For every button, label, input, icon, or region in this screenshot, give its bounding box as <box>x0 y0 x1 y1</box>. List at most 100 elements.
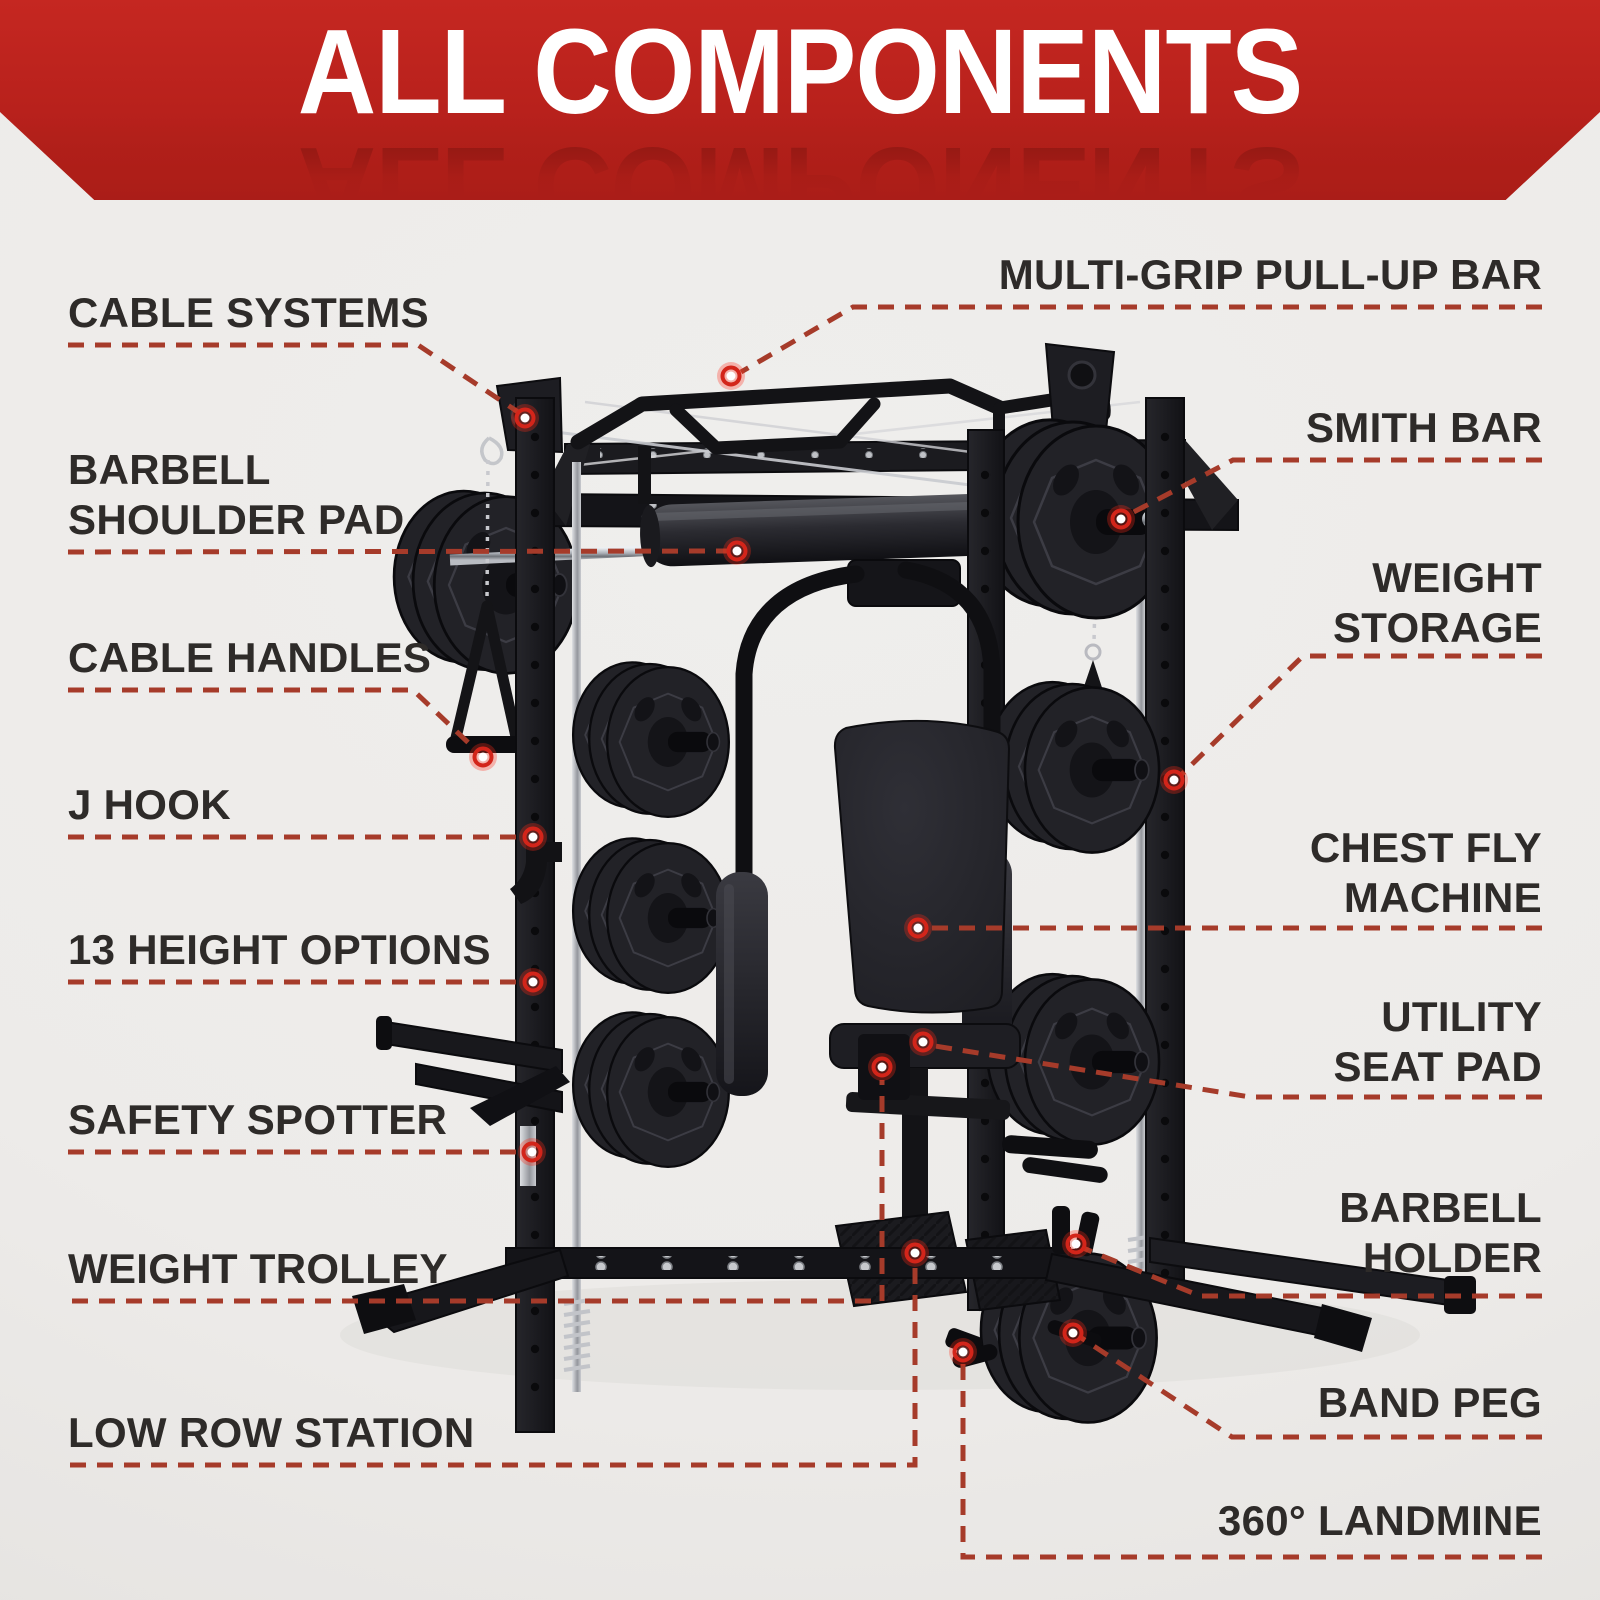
label-line: SEAT PAD <box>1333 1043 1542 1090</box>
page-title: ALL COMPONENTS <box>297 3 1303 139</box>
base-foot <box>1314 1304 1372 1352</box>
spotter-brace <box>470 1066 570 1126</box>
label-line: SMITH BAR <box>1305 404 1542 451</box>
label-line: MULTI-GRIP PULL-UP BAR <box>998 251 1542 298</box>
leader-barbell-holder <box>1082 1245 1542 1299</box>
label-low-row-station: LOW ROW STATION <box>68 1408 475 1458</box>
leader-barbell-shoulder-pad <box>67 548 728 555</box>
label-smith-bar: SMITH BAR <box>1306 403 1542 453</box>
marker-chest-fly-machine <box>904 914 932 942</box>
machine-illustration <box>340 342 1476 1433</box>
marker-cable-systems <box>511 404 539 432</box>
weight-plates-left-2 <box>573 838 729 993</box>
label-safety-spotter: SAFETY SPOTTER <box>68 1095 447 1145</box>
label-band-peg: BAND PEG <box>1318 1378 1542 1428</box>
base-bolts <box>540 1256 1040 1270</box>
seat-back-pad <box>833 719 1011 1014</box>
label-line: CABLE SYSTEMS <box>68 289 429 336</box>
marker-low-row-station <box>901 1239 929 1267</box>
cable-handle-straps <box>449 600 524 752</box>
fly-pad-highlight <box>724 884 734 1084</box>
marker-height-options <box>519 968 547 996</box>
marker-barbell-shoulder-pad <box>723 537 751 565</box>
leader-band-peg <box>1078 1334 1542 1440</box>
label-line: BARBELL <box>1339 1184 1542 1231</box>
leader-cable-systems <box>68 342 520 415</box>
leader-weight-storage <box>1178 653 1542 778</box>
marker-weight-trolley <box>868 1053 896 1081</box>
label-height-options: 13 HEIGHT OPTIONS <box>68 925 491 975</box>
label-line: CHEST FLY <box>1309 824 1542 871</box>
label-landmine: 360° LANDMINE <box>1218 1496 1542 1546</box>
low-row-handle <box>1002 1135 1098 1159</box>
fly-arm-right <box>897 561 1001 871</box>
leader-low-row-station <box>70 1266 918 1468</box>
label-line: SAFETY SPOTTER <box>68 1096 448 1143</box>
label-barbell-holder: BARBELL HOLDER <box>1339 1183 1542 1283</box>
label-line: UTILITY <box>1381 993 1542 1040</box>
label-line: 13 HEIGHT OPTIONS <box>68 926 491 973</box>
marker-pull-up-bar <box>717 362 745 390</box>
guide-rod-right <box>1136 470 1145 1320</box>
label-j-hook: J HOOK <box>68 780 231 830</box>
j-hook-part <box>510 842 562 904</box>
marker-band-peg <box>1059 1319 1087 1347</box>
right-outer-post-holes <box>1160 430 1170 1280</box>
label-line: BAND PEG <box>1317 1379 1542 1426</box>
marker-barbell-holder <box>1062 1230 1090 1258</box>
marker-weight-storage <box>1160 766 1188 794</box>
chain-clip <box>1084 643 1102 661</box>
fly-arm-left <box>735 565 865 889</box>
title-banner: ALL COMPONENTS ALL COMPONENTS <box>0 0 1600 200</box>
base-foot <box>352 1284 416 1334</box>
label-weight-storage: WEIGHT STORAGE <box>1333 553 1542 653</box>
leader-weight-trolley <box>72 1080 885 1304</box>
label-chest-fly-machine: CHEST FLY MACHINE <box>1310 823 1542 923</box>
weight-plates-left-3 <box>573 1012 729 1167</box>
label-line: SHOULDER PAD <box>68 496 405 543</box>
marker-dots <box>469 362 1188 1366</box>
title-reflection-fade <box>0 118 1600 200</box>
label-line: 360° LANDMINE <box>1217 1497 1542 1544</box>
multi-grip-handles <box>669 397 881 455</box>
low-row-handle <box>1022 1157 1108 1183</box>
carabiner <box>480 436 504 466</box>
label-line: STORAGE <box>1332 604 1542 651</box>
leader-multi-grip-pull-up-bar <box>739 304 1542 375</box>
label-line: MACHINE <box>1343 874 1542 921</box>
marker-j-hook <box>519 823 547 851</box>
barbell-holder-part <box>1052 1206 1070 1254</box>
label-multi-grip-pull-up-bar: MULTI-GRIP PULL-UP BAR <box>999 250 1542 300</box>
pullup-bar <box>570 378 1008 450</box>
leader-smith-bar <box>1126 457 1542 518</box>
left-post-holes <box>530 432 540 1392</box>
leader-cable-handles <box>68 687 478 752</box>
weight-storage-stack <box>987 682 1159 852</box>
spotter-spring <box>520 1126 536 1186</box>
marker-safety-spotter <box>518 1138 546 1166</box>
label-line: LOW ROW STATION <box>68 1409 475 1456</box>
marker-smith-bar <box>1107 505 1135 533</box>
label-line: WEIGHT TROLLEY <box>68 1245 448 1292</box>
label-barbell-shoulder-pad: BARBELL SHOULDER PAD <box>68 445 405 545</box>
label-line: CABLE HANDLES <box>68 634 432 681</box>
label-utility-seat-pad: UTILITY SEAT PAD <box>1333 992 1542 1092</box>
label-line: J HOOK <box>68 781 231 828</box>
label-line: HOLDER <box>1362 1234 1542 1281</box>
pulley-right <box>1067 360 1097 390</box>
leader-lines <box>67 304 1542 1560</box>
beam-bolts <box>600 448 1140 458</box>
label-cable-handles: CABLE HANDLES <box>68 633 431 683</box>
marker-cable-handles <box>469 743 497 771</box>
pullup-mount <box>638 446 651 504</box>
barbell-holder-part <box>1074 1211 1100 1257</box>
cable-chain-left <box>485 459 490 601</box>
leader-landmine <box>960 1364 1542 1560</box>
marker-landmine <box>949 1338 977 1366</box>
label-line: WEIGHT <box>1372 554 1542 601</box>
label-cable-systems: CABLE SYSTEMS <box>68 288 429 338</box>
label-line: BARBELL <box>68 446 271 493</box>
fly-pad-left <box>716 872 768 1096</box>
